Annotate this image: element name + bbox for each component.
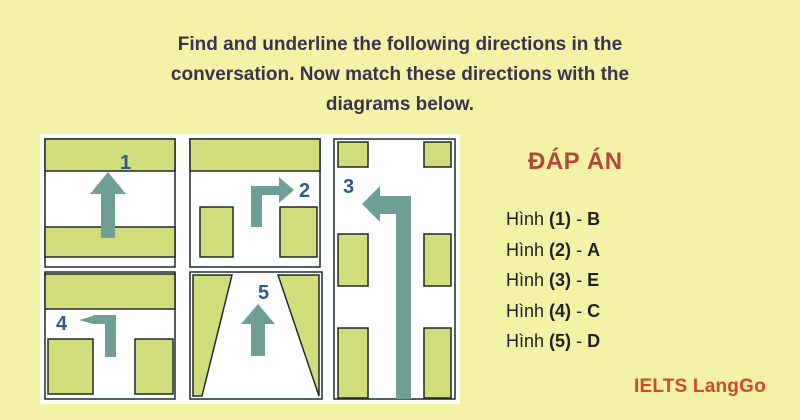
- diagram-3-block-4: [423, 233, 452, 287]
- diagram-2-block-top: [189, 138, 321, 172]
- answer-number: (5): [549, 331, 572, 351]
- answer-prefix: Hình: [506, 300, 545, 321]
- diagram-5-block-right: [276, 274, 320, 397]
- diagram-4-number: 4: [56, 313, 68, 335]
- answer-separator: -: [576, 270, 583, 290]
- diagram-2-block-right: [279, 206, 318, 258]
- answer-separator: -: [576, 300, 583, 321]
- answer-prefix: Hình: [506, 209, 545, 229]
- diagram-4-block-top: [44, 273, 176, 310]
- answer-row: Hình (4) - C: [506, 296, 600, 327]
- answer-title: ĐÁP ÁN: [528, 148, 623, 175]
- answer-separator: -: [576, 209, 583, 229]
- answer-number: (1): [549, 209, 572, 229]
- diagram-2-arrow-icon: [251, 177, 294, 227]
- diagram-3-block-2: [423, 141, 452, 168]
- diagram-2-block-left: [199, 206, 234, 258]
- direction-diagrams: 1 2 3 4 5: [40, 134, 460, 404]
- diagram-3-block-5: [337, 327, 369, 399]
- instruction-text: Find and underline the following directi…: [60, 30, 740, 120]
- diagram-4-block-left: [47, 338, 94, 395]
- answer-letter: E: [587, 270, 600, 290]
- diagram-4-block-right: [134, 338, 174, 395]
- answer-row: Hình (2) - A: [506, 235, 600, 266]
- answer-separator: -: [576, 331, 583, 351]
- answer-prefix: Hình: [506, 239, 545, 260]
- diagram-1: 1: [44, 138, 176, 268]
- instruction-line-1: Find and underline the following directi…: [177, 34, 623, 55]
- answer-prefix: Hình: [506, 331, 545, 351]
- diagram-3: 3: [333, 138, 456, 400]
- answer-prefix: Hình: [506, 270, 545, 290]
- diagram-2: 2: [189, 138, 321, 268]
- diagram-3-arrow-icon: [362, 186, 411, 399]
- answer-row: Hình (5) - D: [506, 326, 600, 357]
- diagram-3-block-1: [337, 141, 369, 168]
- diagram-4: 4: [44, 271, 176, 400]
- diagram-5-block-left: [192, 274, 233, 397]
- brand-logo: IELTS LangGo: [634, 376, 766, 397]
- diagram-3-block-3: [337, 233, 369, 287]
- diagram-3-number: 3: [343, 176, 354, 198]
- answer-row: Hình (3) - E: [506, 265, 600, 296]
- answer-number: (2): [549, 239, 572, 260]
- answer-letter: A: [587, 239, 601, 260]
- diagram-1-arrow-icon: [90, 172, 126, 238]
- answer-number: (3): [549, 270, 572, 290]
- diagram-5-arrow-icon: [241, 304, 275, 356]
- answer-list: Hình (1) - B Hình (2) - A Hình (3) - E H…: [506, 204, 600, 357]
- instruction-line-2: conversation. Now match these directions…: [170, 64, 630, 85]
- diagram-2-number: 2: [299, 180, 310, 202]
- answer-separator: -: [576, 239, 583, 260]
- diagram-5-number: 5: [258, 282, 269, 304]
- instruction-line-3: diagrams below.: [325, 94, 475, 115]
- diagram-3-block-6: [423, 327, 452, 399]
- diagram-4-arrow-icon: [79, 315, 116, 357]
- answer-row: Hình (1) - B: [506, 204, 600, 235]
- answer-letter: C: [587, 300, 601, 321]
- answer-letter: D: [587, 331, 601, 351]
- diagram-1-number: 1: [120, 152, 131, 174]
- answer-letter: B: [587, 209, 601, 229]
- diagram-5: 5: [189, 271, 323, 400]
- answer-number: (4): [549, 300, 572, 321]
- diagram-1-block-top: [44, 138, 176, 172]
